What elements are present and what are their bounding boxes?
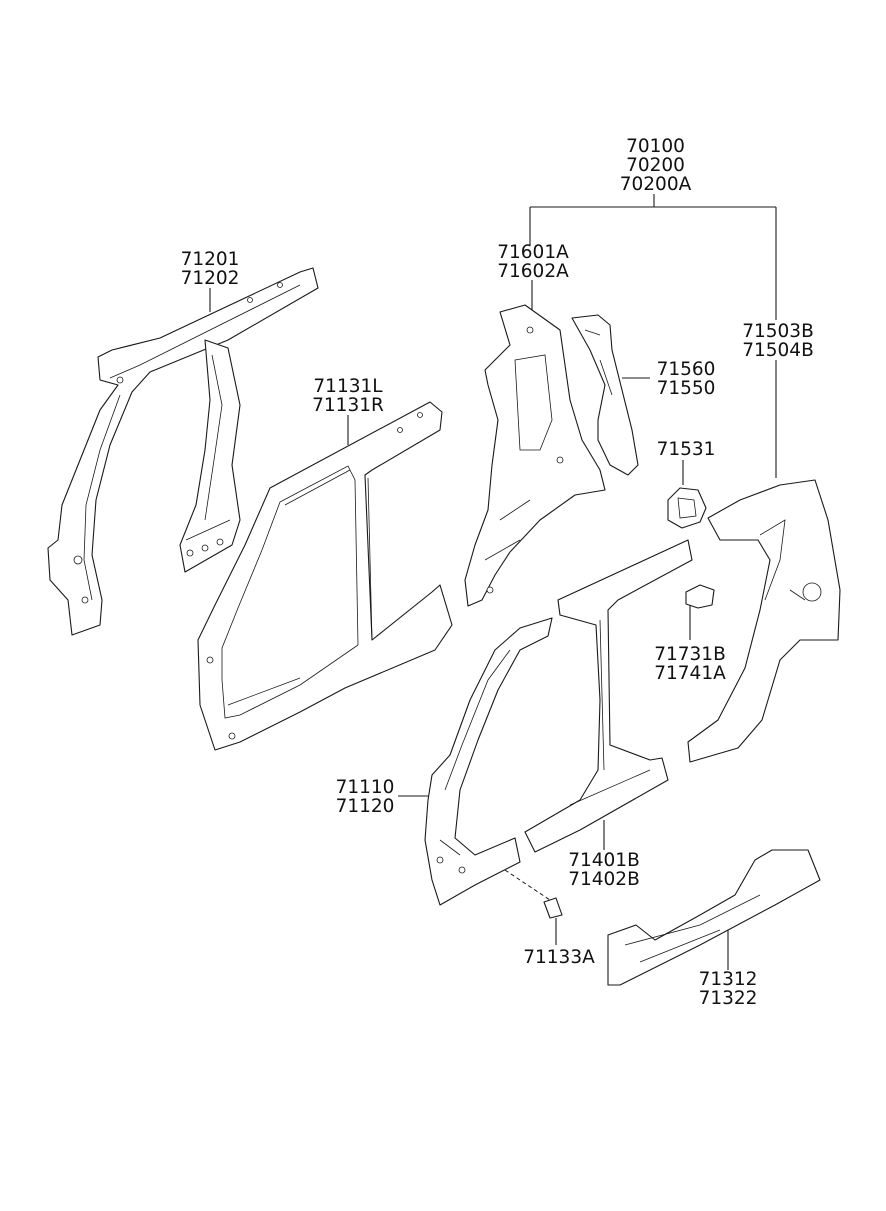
bracket-part [685,584,715,609]
pillar-front-upper-callout: 71201 71202 [168,250,252,288]
side-outer-inner-line1: 71131L [313,376,383,397]
sill-callout: 71312 71322 [690,970,766,1008]
center-pillar-callout: 71401B 71402B [558,851,650,889]
quarter-outer-part [687,479,841,763]
small-bracket-callout: 71133A [512,948,606,967]
sill-part [607,849,821,986]
pillar-front-upper-line1: 71201 [180,249,240,270]
quarter-inner-line1: 71601A [497,242,569,263]
side-outer-front-part [424,617,553,906]
quarter-outer-callout: 71503B 71504B [730,322,826,360]
assembly-callout-line2: 70200 [626,155,685,176]
assembly-callout-line1: 70100 [626,136,685,157]
center-pillar-line2: 71402B [568,869,640,890]
quarter-outer-line1: 71503B [742,321,814,342]
side-outer-front-callout: 71110 71120 [330,778,400,816]
quarter-inner-ext-part [571,314,639,476]
leader-lines [209,280,729,970]
fuel-housing-line1: 71531 [656,439,716,460]
sill-line1: 71312 [698,969,758,990]
center-pillar-part [524,539,693,853]
side-outer-inner-callout: 71131L 71131R [300,377,396,415]
center-pillar-line1: 71401B [568,850,640,871]
quarter-ext-line1: 71560 [656,359,716,380]
side-outer-front-line2: 71120 [335,796,395,817]
quarter-inner-callout: 71601A 71602A [484,243,582,281]
bracket-line1: 71731B [654,644,726,665]
assembly-callout-line3: 70200A [619,174,692,195]
small-bracket-part [543,897,563,919]
quarter-ext-callout: 71560 71550 [648,360,724,398]
fuel-housing-part [667,487,707,529]
assembly-bracket-lines [529,194,777,478]
fuel-housing-callout: 71531 [651,440,721,459]
front-pillar-rail-part [47,267,319,636]
side-outer-inner-line2: 71131R [312,395,384,416]
sill-line2: 71322 [698,988,758,1009]
quarter-outer-line2: 71504B [742,340,814,361]
assembly-callout: 70100 70200 70200A [603,137,708,194]
bracket-line2: 71741A [654,663,726,684]
bracket-callout: 71731B 71741A [644,645,736,683]
side-outer-front-line1: 71110 [335,777,395,798]
small-bracket-line1: 71133A [523,947,595,968]
side-outer-frame-part [197,401,453,751]
quarter-inner-line2: 71602A [497,261,569,282]
quarter-inner-part [464,304,606,607]
quarter-ext-line2: 71550 [656,378,716,399]
pillar-front-upper-line2: 71202 [180,268,240,289]
